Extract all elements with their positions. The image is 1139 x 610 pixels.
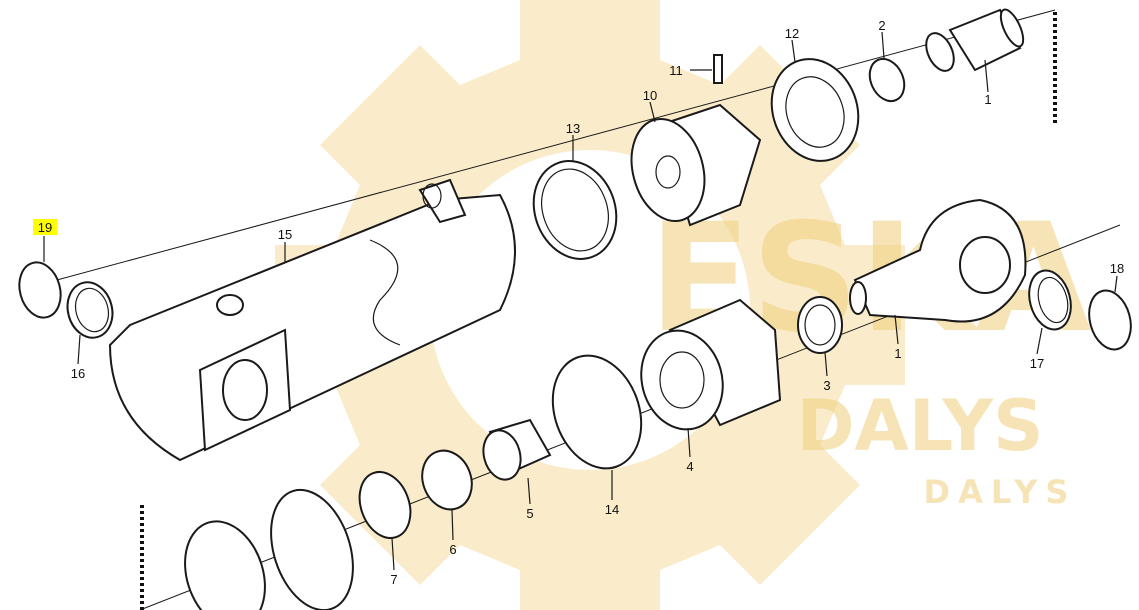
callout-1[interactable]: 1 [984,92,991,107]
callout-2[interactable]: 2 [878,18,885,33]
cylinder-head-part [640,298,782,431]
retaining-ring-part [1088,289,1132,351]
seal-part [358,471,412,539]
axis-line [19,9,1056,291]
callout-14[interactable]: 14 [605,502,619,517]
callout-3[interactable]: 3 [823,378,830,393]
callout-16[interactable]: 16 [71,366,85,381]
callout-7[interactable]: 7 [390,572,397,587]
rod-eye-part [849,198,1027,323]
bushing-part [482,418,552,481]
callout-1-eye[interactable]: 1 [894,346,901,361]
seal-part [421,449,473,511]
guide-bushing-part [797,296,843,354]
watermark-subtitle: DALYS [924,473,1077,511]
callout-labels: 1 2 12 11 10 13 15 19 16 18 17 1 3 4 14 … [38,18,1124,587]
callout-11[interactable]: 11 [669,63,683,78]
wiper-seal-part [66,281,114,339]
o-ring-part [868,57,906,103]
o-ring-part [270,488,354,610]
piston-rod-part [925,8,1025,72]
highlight-marker [33,219,57,235]
callout-15[interactable]: 15 [278,227,292,242]
o-ring-part [551,354,643,470]
set-screw-part [713,54,723,84]
bushing-part [1028,269,1072,331]
callout-5[interactable]: 5 [526,506,533,521]
callout-19[interactable]: 19 [38,220,52,235]
o-ring-part [18,261,62,319]
callout-13[interactable]: 13 [566,121,580,136]
callout-18[interactable]: 18 [1110,261,1124,276]
callout-12[interactable]: 12 [785,26,799,41]
callout-17[interactable]: 17 [1030,356,1044,371]
wear-ring-part [532,160,618,260]
watermark-brand-overlay: DALYS [796,385,1043,467]
callout-6[interactable]: 6 [449,542,456,557]
callout-10[interactable]: 10 [643,88,657,103]
piston-part [770,58,860,162]
callout-4[interactable]: 4 [686,459,693,474]
o-ring-part [184,520,266,610]
cylinder-tube-part [108,178,516,462]
leader-lines [43,31,1118,571]
